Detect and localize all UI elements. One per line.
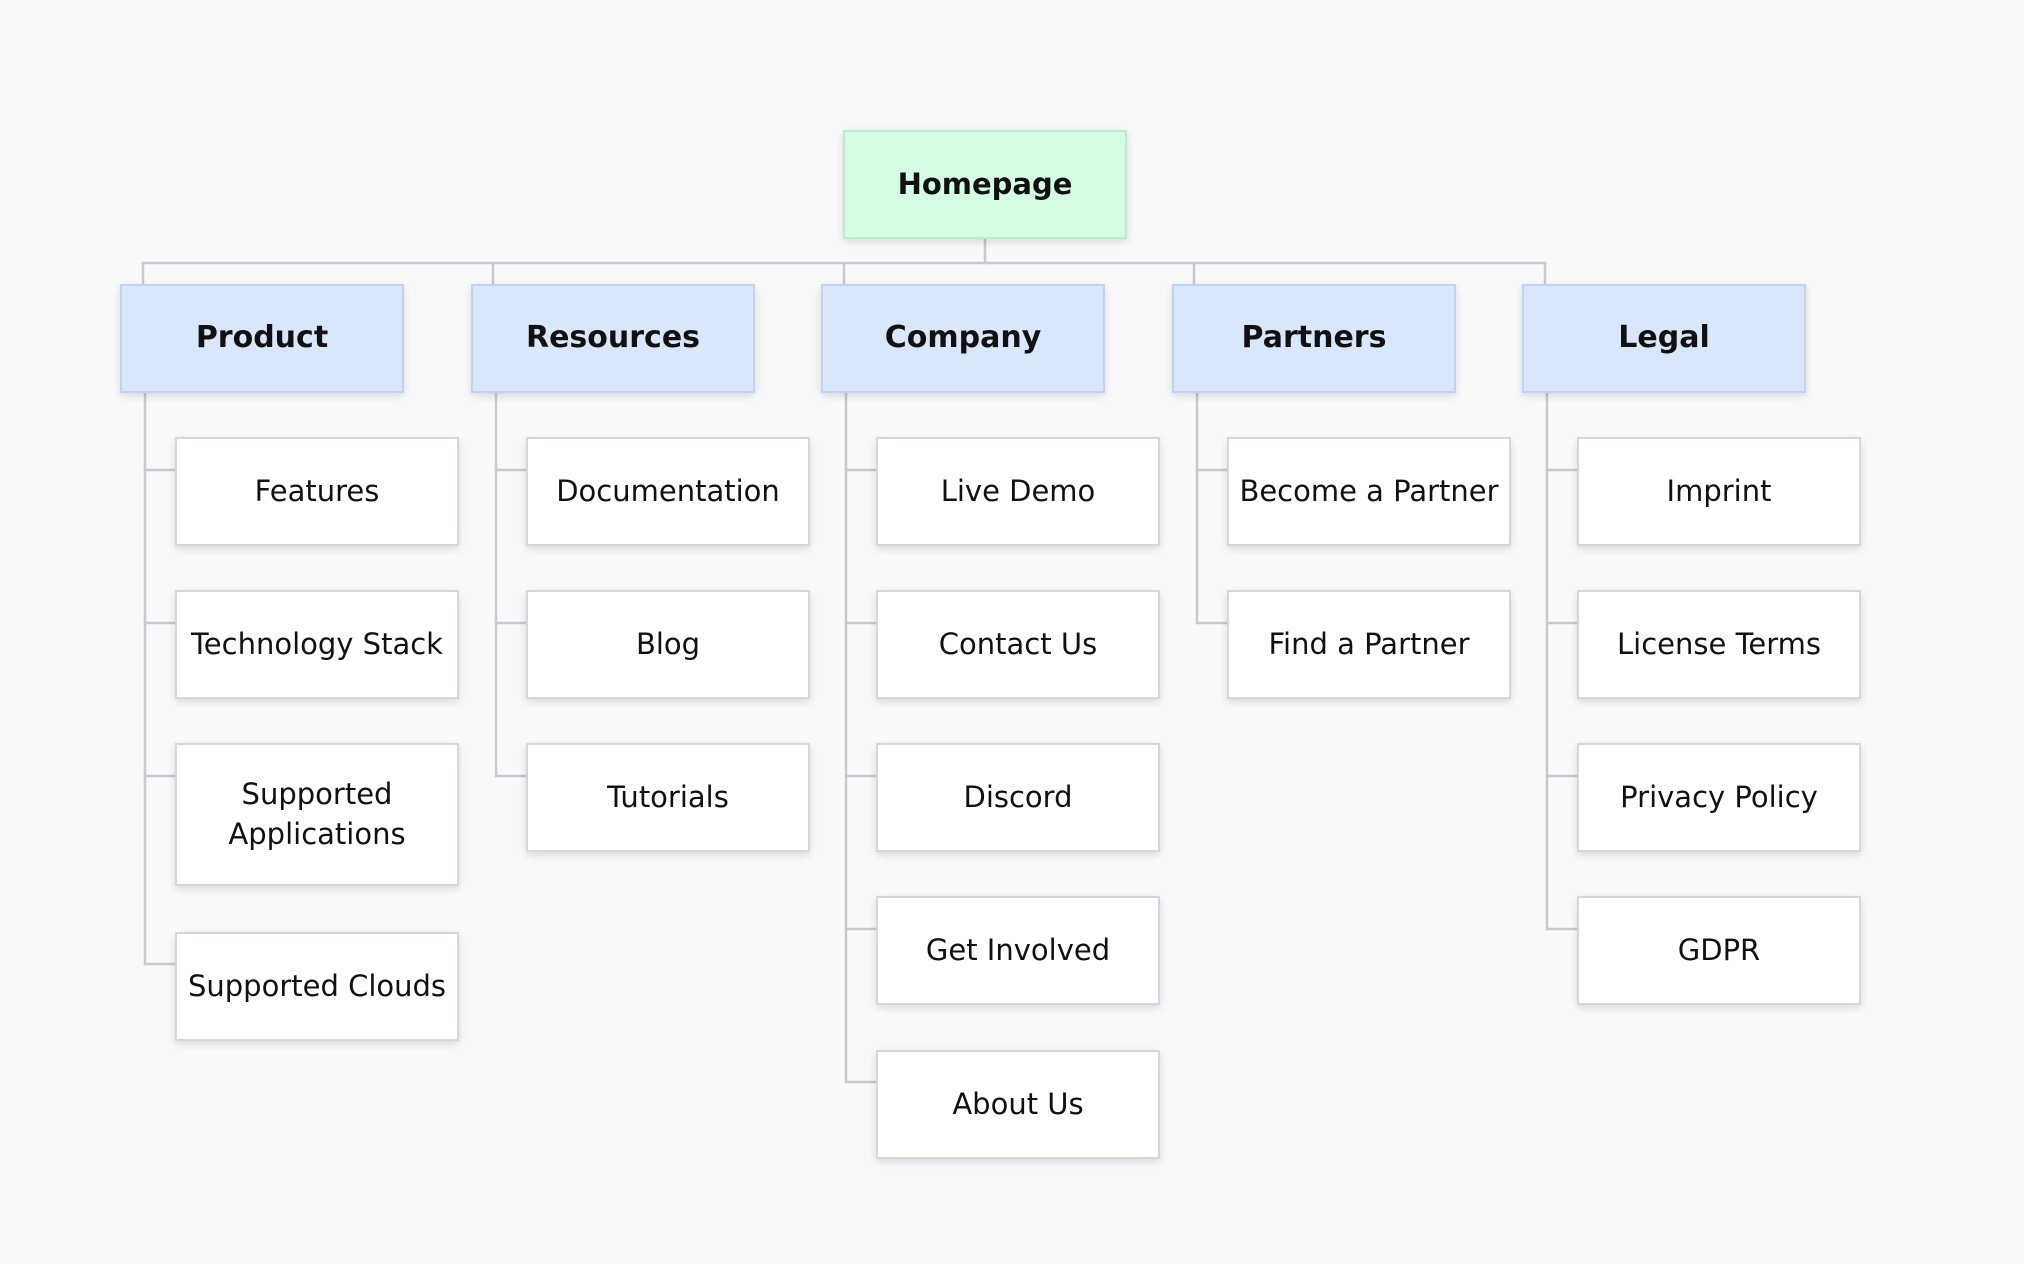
page-tutorials[interactable]: Tutorials xyxy=(526,743,810,852)
page-live-demo[interactable]: Live Demo xyxy=(876,437,1160,546)
section-product[interactable]: Product xyxy=(120,284,404,393)
page-become-a-partner[interactable]: Become a Partner xyxy=(1227,437,1511,546)
page-supported-applications[interactable]: Supported Applications xyxy=(175,743,459,886)
page-discord[interactable]: Discord xyxy=(876,743,1160,852)
page-find-a-partner[interactable]: Find a Partner xyxy=(1227,590,1511,699)
page-about-us[interactable]: About Us xyxy=(876,1050,1160,1159)
page-documentation[interactable]: Documentation xyxy=(526,437,810,546)
page-gdpr[interactable]: GDPR xyxy=(1577,896,1861,1005)
page-get-involved[interactable]: Get Involved xyxy=(876,896,1160,1005)
section-company[interactable]: Company xyxy=(821,284,1105,393)
page-license-terms[interactable]: License Terms xyxy=(1577,590,1861,699)
page-blog[interactable]: Blog xyxy=(526,590,810,699)
page-features[interactable]: Features xyxy=(175,437,459,546)
section-resources[interactable]: Resources xyxy=(471,284,755,393)
section-partners[interactable]: Partners xyxy=(1172,284,1456,393)
page-privacy-policy[interactable]: Privacy Policy xyxy=(1577,743,1861,852)
page-technology-stack[interactable]: Technology Stack xyxy=(175,590,459,699)
page-contact-us[interactable]: Contact Us xyxy=(876,590,1160,699)
page-imprint[interactable]: Imprint xyxy=(1577,437,1861,546)
homepage-node[interactable]: Homepage xyxy=(843,130,1127,239)
page-supported-clouds[interactable]: Supported Clouds xyxy=(175,932,459,1041)
section-legal[interactable]: Legal xyxy=(1522,284,1806,393)
